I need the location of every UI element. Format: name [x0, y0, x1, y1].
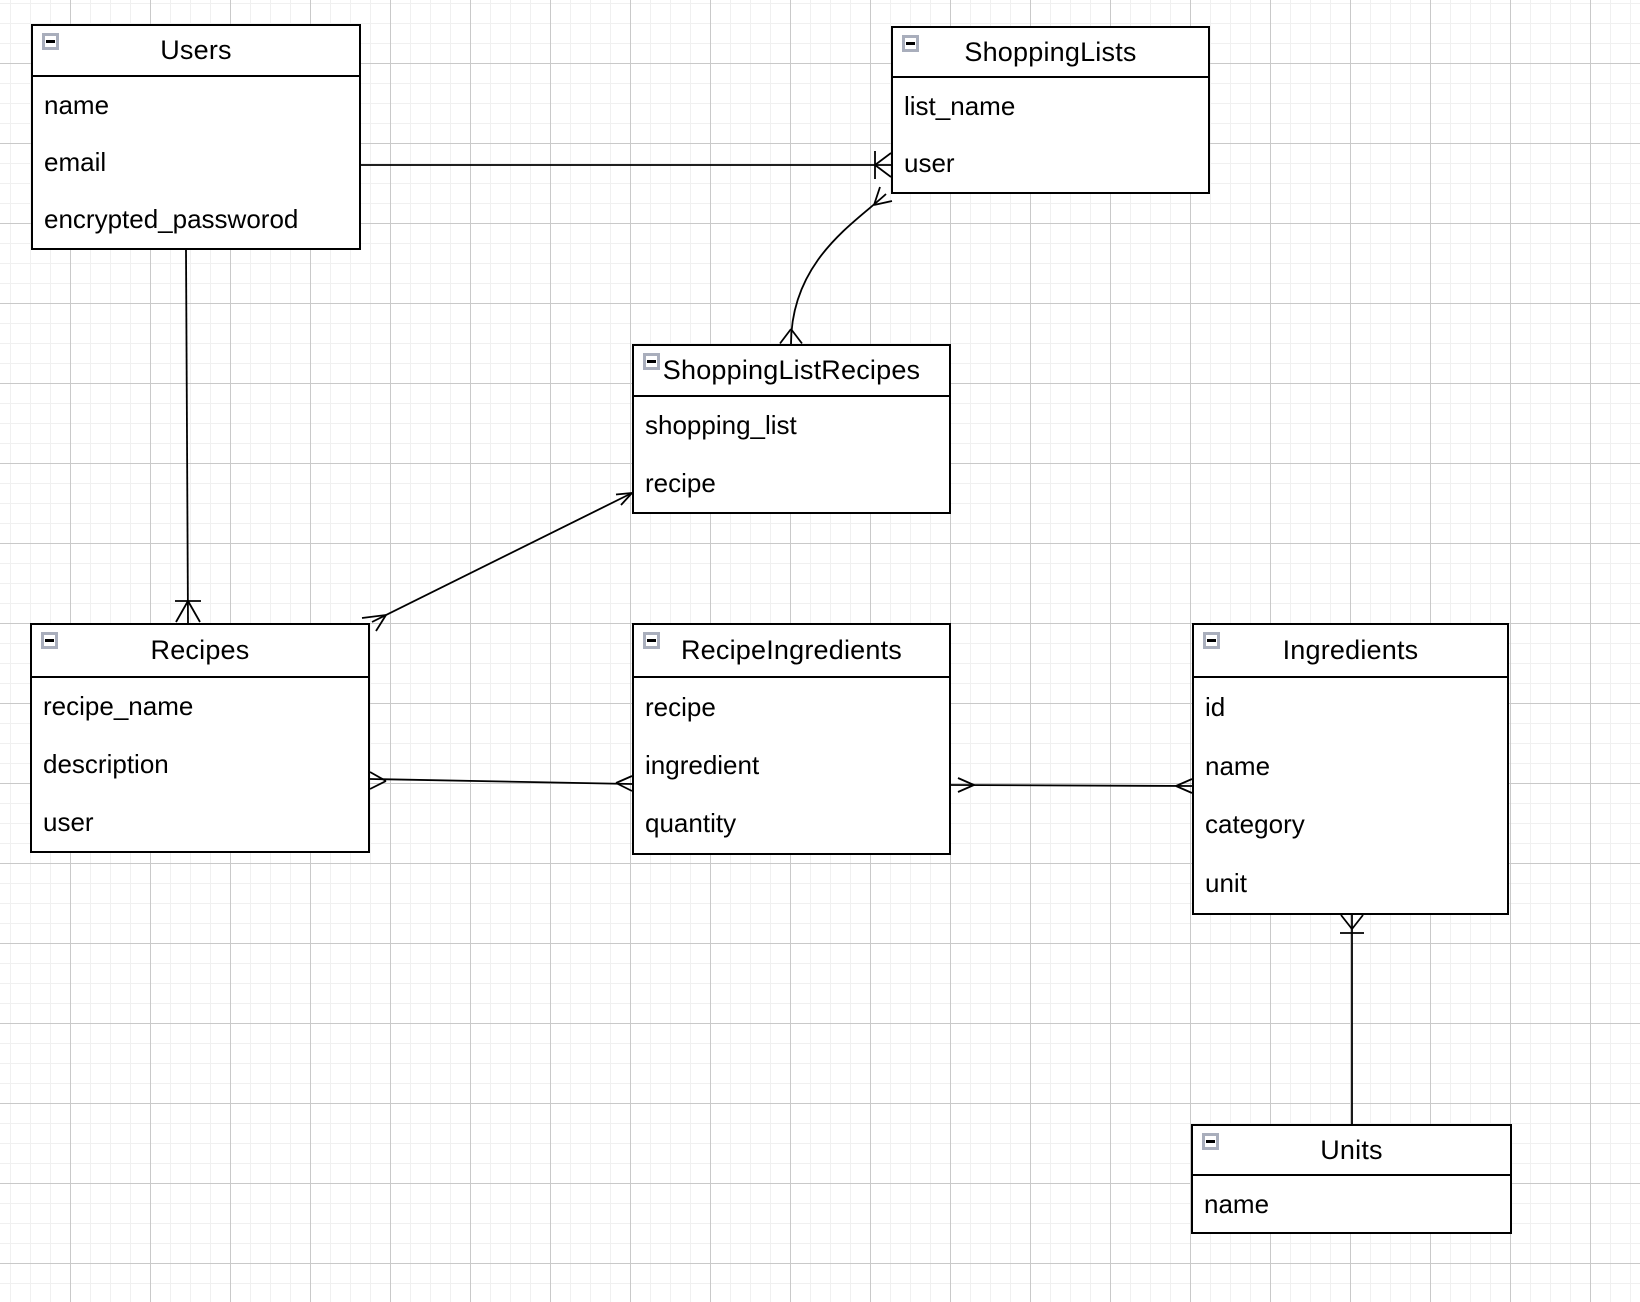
entity-recipeingredients[interactable]: RecipeIngredients recipe ingredient quan…: [632, 623, 951, 855]
edge-recipes-recipeingredients[interactable]: [369, 771, 633, 792]
field-row[interactable]: recipe_name: [43, 691, 194, 722]
field-row[interactable]: category: [1205, 809, 1305, 840]
entity-users[interactable]: Users name email encrypted_passworod: [31, 24, 361, 250]
edge-recipeingredients-ingredients[interactable]: [950, 777, 1193, 794]
edge-shoppinglistrecipes-recipes[interactable]: [361, 491, 635, 632]
field-row[interactable]: shopping_list: [645, 410, 797, 441]
entity-recipes[interactable]: Recipes recipe_name description user: [30, 623, 370, 853]
field-row[interactable]: recipe: [645, 467, 716, 498]
field-row[interactable]: user: [43, 806, 94, 837]
collapse-minus-icon[interactable]: [643, 353, 660, 370]
entity-title: ShoppingLists: [964, 36, 1137, 67]
entity-title: Recipes: [150, 635, 250, 665]
entity-shoppinglists[interactable]: ShoppingLists list_name user: [891, 26, 1210, 194]
entity-shoppinglistrecipes[interactable]: ShoppingListRecipes shopping_list recipe: [632, 344, 951, 514]
collapse-minus-icon[interactable]: [41, 632, 58, 649]
edge-users-shoppinglists[interactable]: [361, 151, 892, 179]
field-row[interactable]: user: [904, 148, 955, 178]
collapse-minus-icon[interactable]: [1203, 632, 1220, 649]
entity-recipeingredients-header[interactable]: RecipeIngredients: [634, 625, 949, 678]
entity-title: RecipeIngredients: [680, 635, 903, 665]
field-row[interactable]: name: [1205, 750, 1271, 781]
field-row[interactable]: id: [1205, 691, 1226, 722]
entity-users-header[interactable]: Users: [33, 26, 359, 77]
entity-title: Units: [1320, 1134, 1383, 1165]
entity-recipes-header[interactable]: Recipes: [32, 625, 368, 678]
collapse-minus-icon[interactable]: [902, 35, 919, 52]
field-row[interactable]: name: [1204, 1188, 1270, 1219]
field-row[interactable]: encrypted_passworod: [44, 204, 299, 234]
entity-ingredients[interactable]: Ingredients id name category unit: [1192, 623, 1509, 915]
field-row[interactable]: recipe: [645, 691, 716, 722]
field-row[interactable]: name: [44, 90, 110, 120]
entity-shoppinglistrecipes-header[interactable]: ShoppingListRecipes: [634, 346, 949, 397]
entity-title: Ingredients: [1282, 635, 1419, 665]
collapse-minus-icon[interactable]: [1202, 1133, 1219, 1150]
collapse-minus-icon[interactable]: [643, 632, 660, 649]
entity-title: Users: [160, 35, 232, 65]
entity-units-header[interactable]: Units: [1193, 1126, 1510, 1176]
entity-title: ShoppingListRecipes: [662, 355, 921, 385]
edge-users-recipes[interactable]: [175, 249, 201, 624]
edge-ingredients-units[interactable]: [1340, 914, 1364, 1124]
entity-units[interactable]: Units name: [1191, 1124, 1512, 1234]
field-row[interactable]: list_name: [904, 91, 1016, 121]
collapse-minus-icon[interactable]: [42, 33, 59, 50]
field-row[interactable]: description: [43, 749, 169, 779]
field-row[interactable]: email: [44, 147, 107, 177]
field-row[interactable]: ingredient: [645, 749, 760, 780]
field-row[interactable]: unit: [1205, 868, 1247, 899]
entity-shoppinglists-header[interactable]: ShoppingLists: [893, 28, 1208, 78]
edge-shoppinglistrecipes-shoppinglists[interactable]: [779, 186, 893, 345]
entity-ingredients-header[interactable]: Ingredients: [1194, 625, 1507, 678]
field-row[interactable]: quantity: [645, 808, 737, 839]
